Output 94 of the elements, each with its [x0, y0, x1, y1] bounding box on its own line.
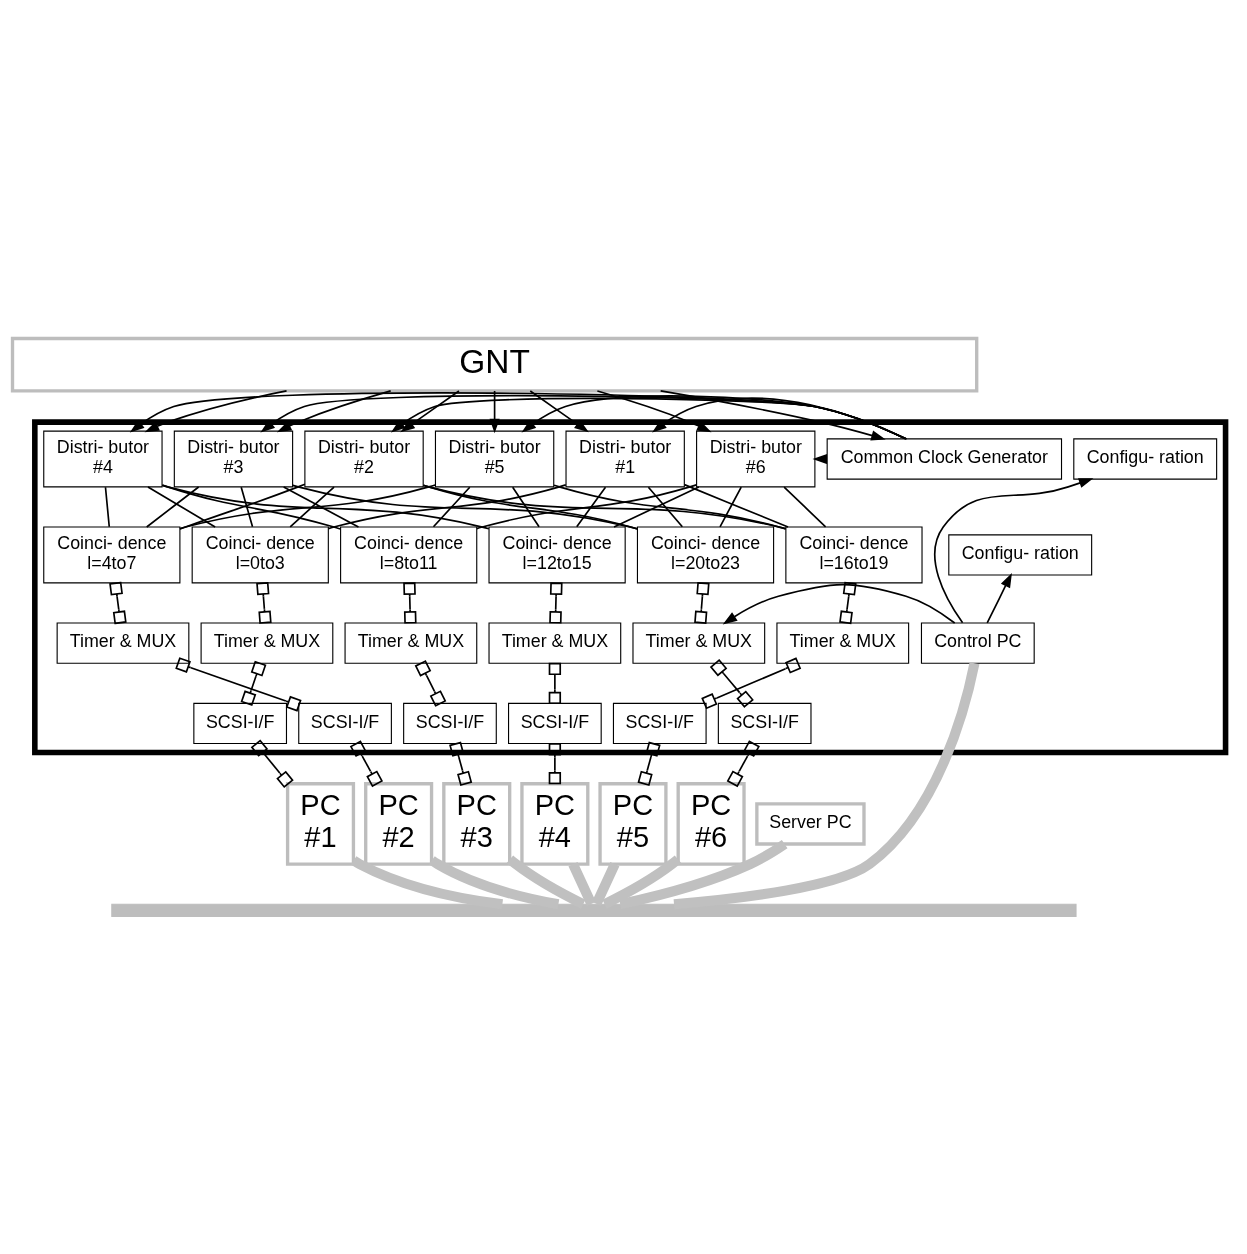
node-box: Coinci- dence l=4to7	[43, 526, 181, 583]
arrow	[489, 389, 500, 433]
connector	[568, 861, 596, 906]
connector	[449, 741, 473, 786]
connector	[548, 742, 562, 784]
node-box: Timer & MUX	[488, 622, 622, 664]
node-box: SCSI-I/F	[717, 702, 812, 744]
node-box: Coinci- dence l=12to15	[488, 526, 626, 583]
connector	[327, 483, 567, 529]
arrow	[596, 389, 712, 432]
connector	[175, 656, 302, 712]
node-box: PC #5	[598, 781, 668, 866]
node-box: Configu- ration	[1073, 437, 1218, 480]
arrow	[260, 394, 907, 440]
node-box: Coinci- dence l=16to19	[785, 526, 923, 583]
connector	[147, 485, 216, 528]
node-box: Distri- butor #3	[173, 430, 294, 487]
connector	[422, 484, 787, 529]
connector	[591, 861, 620, 906]
arrow	[400, 389, 460, 432]
arrow	[722, 583, 956, 624]
connector	[647, 485, 684, 528]
connector	[240, 485, 254, 528]
connector	[403, 581, 417, 624]
connector	[709, 658, 754, 708]
connector	[240, 660, 267, 706]
arrow	[986, 572, 1012, 624]
node-box: Control PC	[920, 622, 1035, 664]
connector	[256, 581, 272, 624]
node-box: SCSI-I/F	[193, 702, 288, 744]
node-box: Distri- butor #6	[696, 430, 816, 487]
node-box: GNT	[10, 336, 979, 393]
node-box: PC #3	[442, 781, 512, 866]
connector	[104, 485, 111, 528]
connector	[701, 656, 802, 709]
connector	[548, 662, 562, 704]
connector	[161, 484, 490, 530]
connector	[250, 738, 294, 788]
node-box: Configu- ration	[948, 533, 1093, 576]
arrow	[391, 397, 907, 440]
node-box: Timer & MUX	[632, 622, 766, 664]
node-box: Distri- butor #5	[434, 430, 555, 487]
arrow	[276, 389, 392, 432]
connector	[637, 741, 661, 786]
node-box: PC #4	[520, 781, 590, 866]
connector	[349, 739, 384, 787]
arrow	[652, 396, 908, 440]
arrow	[129, 391, 907, 440]
connector	[613, 485, 700, 528]
node-box: SCSI-I/F	[612, 702, 707, 744]
arrow	[144, 389, 288, 432]
node-box: SCSI-I/F	[298, 702, 392, 744]
node-bar	[111, 903, 1077, 917]
connector	[282, 485, 360, 528]
connector	[145, 485, 200, 528]
connector	[179, 483, 437, 529]
connector	[683, 483, 789, 528]
node-box: Server PC	[755, 801, 866, 846]
connector	[422, 483, 639, 530]
node-box: Timer & MUX	[56, 622, 190, 664]
connector	[292, 484, 639, 530]
connector	[179, 483, 306, 530]
node-box: Timer & MUX	[776, 622, 910, 664]
node-box: SCSI-I/F	[403, 702, 497, 744]
connector	[575, 485, 607, 528]
node-box: SCSI-I/F	[508, 702, 602, 744]
node-box: PC #6	[676, 781, 746, 866]
arrow	[934, 477, 1094, 624]
node-box: Distri- butor #2	[304, 430, 424, 487]
node-box: Coinci- dence l=0to3	[191, 526, 329, 583]
connector	[289, 485, 335, 528]
connector	[719, 485, 743, 528]
connector	[694, 581, 710, 624]
arrow	[521, 394, 907, 440]
connector	[553, 483, 787, 530]
node-box: Coinci- dence l=20to23	[636, 526, 775, 583]
node-box: PC #2	[364, 781, 434, 866]
node-box: Coinci- dence l=8to11	[340, 526, 478, 583]
connector	[432, 485, 471, 528]
arrow	[659, 389, 886, 440]
connector	[109, 581, 127, 624]
node-box: Distri- butor #1	[565, 430, 685, 487]
connector	[549, 581, 563, 624]
connector	[726, 739, 760, 787]
connector	[511, 485, 540, 528]
connector	[475, 483, 698, 529]
node-box: PC #1	[285, 781, 356, 866]
connector	[839, 581, 857, 624]
node-box: Distri- butor #4	[43, 430, 163, 487]
connector	[783, 485, 827, 528]
arrow	[529, 389, 589, 432]
node-box: Timer & MUX	[344, 622, 478, 664]
connector	[414, 659, 447, 707]
node-box: Timer & MUX	[200, 622, 334, 664]
